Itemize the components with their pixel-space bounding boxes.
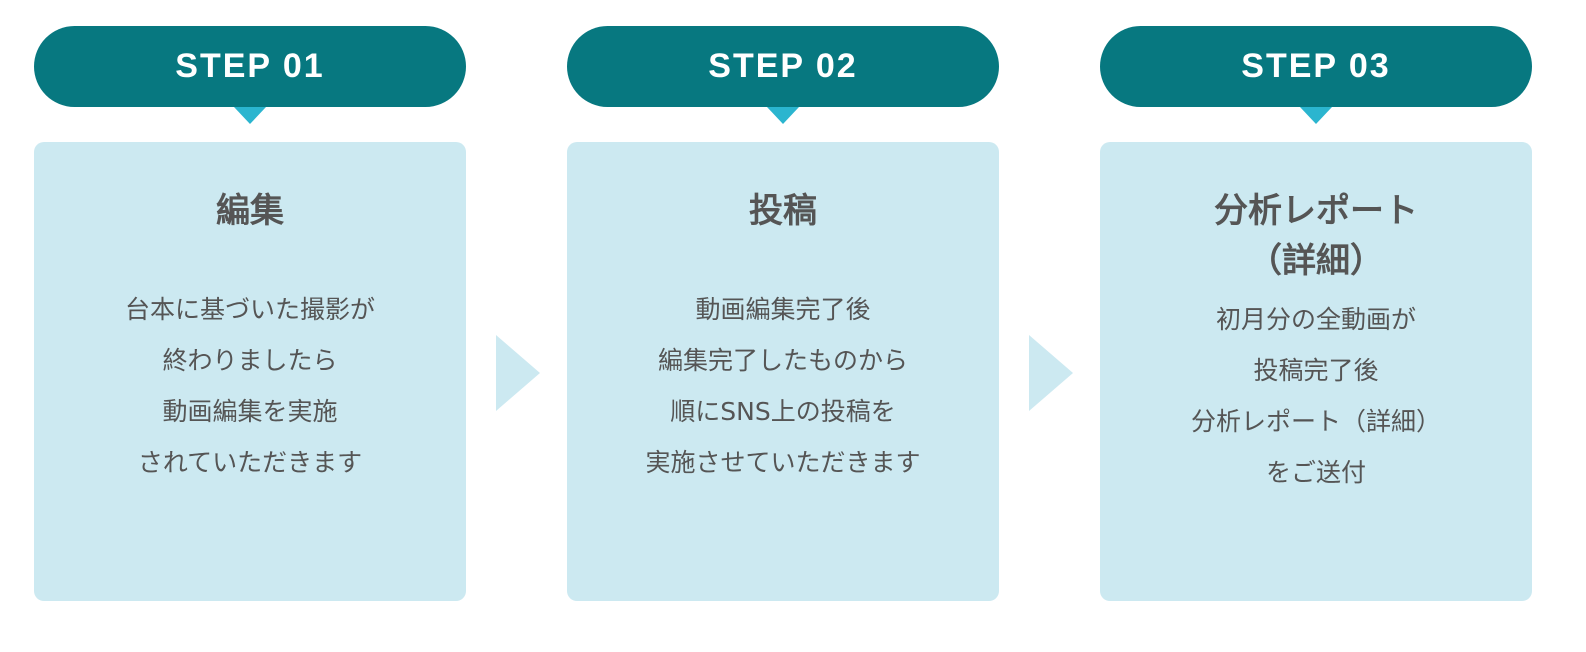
step-label: STEP 02 bbox=[567, 26, 999, 107]
step-card: 編集 台本に基づいた撮影が 終わりましたら 動画編集を実施 されていただきます bbox=[34, 142, 466, 601]
pointer-icon bbox=[767, 107, 799, 124]
step-card: 投稿 動画編集完了後 編集完了したものから 順にSNS上の投稿を 実施させていた… bbox=[567, 142, 999, 601]
step-card: 分析レポート （詳細） 初月分の全動画が 投稿完了後 分析レポート（詳細） をご… bbox=[1100, 142, 1532, 601]
desc-line: 台本に基づいた撮影が bbox=[124, 295, 375, 324]
title-line: 分析レポート bbox=[1214, 191, 1418, 231]
desc-line: 実施させていただきます bbox=[645, 448, 921, 477]
desc-line: をご送付 bbox=[1265, 458, 1366, 487]
desc-line: 初月分の全動画が bbox=[1215, 305, 1416, 334]
desc-line: 編集完了したものから bbox=[657, 346, 908, 375]
step-3: STEP 03 分析レポート （詳細） 初月分の全動画が 投稿完了後 分析レポー… bbox=[1100, 0, 1532, 652]
step-title: 編集 bbox=[34, 186, 466, 236]
step-description: 台本に基づいた撮影が 終わりましたら 動画編集を実施 されていただきます bbox=[34, 284, 466, 488]
arrow-right-icon bbox=[1029, 335, 1073, 411]
pointer-icon bbox=[1300, 107, 1332, 124]
desc-line: 終わりましたら bbox=[162, 346, 338, 375]
title-line: （詳細） bbox=[1248, 241, 1384, 281]
desc-line: 分析レポート（詳細） bbox=[1190, 407, 1441, 436]
title-line: 投稿 bbox=[749, 191, 817, 231]
step-title: 分析レポート （詳細） bbox=[1100, 186, 1532, 286]
desc-line: 動画編集完了後 bbox=[695, 295, 871, 324]
step-1: STEP 01 編集 台本に基づいた撮影が 終わりましたら 動画編集を実施 され… bbox=[34, 0, 466, 652]
title-line: 編集 bbox=[216, 191, 284, 231]
desc-line: 投稿完了後 bbox=[1253, 356, 1379, 385]
step-description: 初月分の全動画が 投稿完了後 分析レポート（詳細） をご送付 bbox=[1100, 294, 1532, 498]
desc-line: 動画編集を実施 bbox=[162, 397, 338, 426]
step-2: STEP 02 投稿 動画編集完了後 編集完了したものから 順にSNS上の投稿を… bbox=[567, 0, 999, 652]
desc-line: 順にSNS上の投稿を bbox=[670, 397, 896, 426]
pointer-icon bbox=[234, 107, 266, 124]
step-label: STEP 01 bbox=[34, 26, 466, 107]
step-label: STEP 03 bbox=[1100, 26, 1532, 107]
step-title: 投稿 bbox=[567, 186, 999, 236]
step-description: 動画編集完了後 編集完了したものから 順にSNS上の投稿を 実施させていただきま… bbox=[567, 284, 999, 488]
desc-line: されていただきます bbox=[137, 448, 363, 477]
arrow-right-icon bbox=[496, 335, 540, 411]
